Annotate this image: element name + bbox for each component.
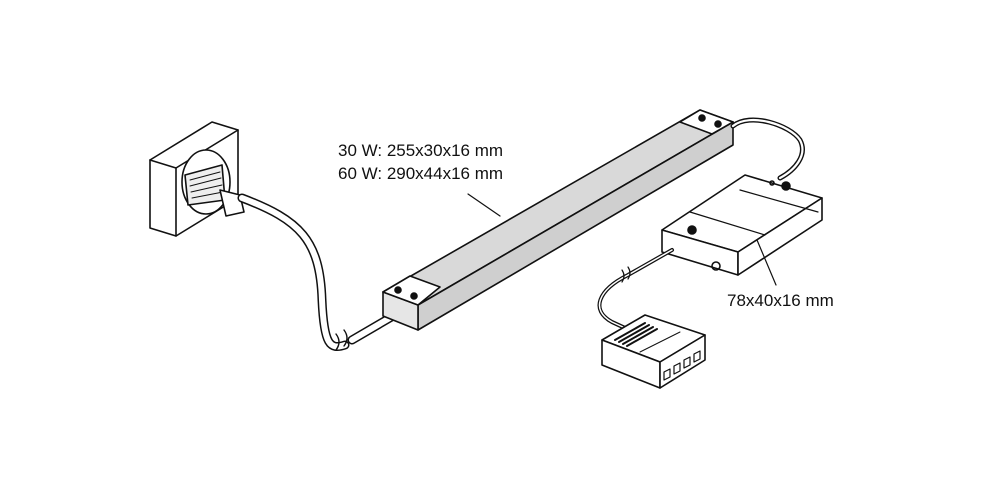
distributor [601,314,706,389]
wall-socket [149,121,239,237]
leader-line-switch-box [756,239,777,286]
leader-line-driver [467,193,501,217]
switch-box-dimensions: 78x40x16 mm [727,291,834,310]
mains-cable [219,189,405,352]
driver-60w-dimensions: 60 W: 290x44x16 mm [338,164,504,183]
switch-box [661,174,823,276]
led-driver [382,109,734,331]
distributor-cable [597,248,674,330]
driver-30w-dimensions: 30 W: 255x30x16 mm [338,141,504,160]
